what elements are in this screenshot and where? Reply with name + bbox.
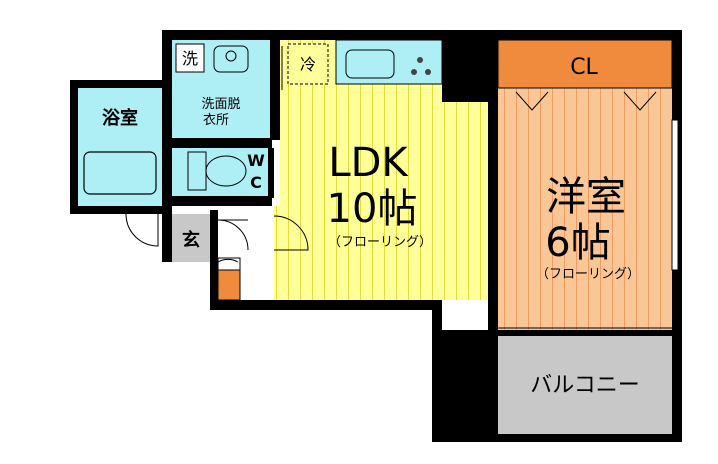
wc-label-c: C [250,173,262,192]
dressing-label-1: 洗面脱 [201,97,240,112]
western-floor-type: （フローリング） [536,267,640,282]
doors [125,46,672,329]
balcony-label: バルコニー [530,373,640,398]
western-room-name: 洋室 [546,174,626,220]
ldk-name: LDK [328,140,409,186]
dressing-label-2: 衣所 [203,112,229,128]
balcony [498,336,672,434]
bathtub [83,151,157,195]
shoe-cabinet [217,269,241,301]
kitchen-counter [335,39,443,85]
ldk-size: 10帖 [327,186,418,232]
ldk-floor [274,40,488,300]
toilet [187,151,247,191]
wc-label-w: W [247,151,265,170]
wash-basin [213,45,249,73]
washing-machine-space [175,43,205,73]
fridge-label: 冷 [300,55,316,74]
entrance-floor [172,214,210,262]
closet-label: CL [570,55,598,80]
washing-machine-label: 洗 [182,49,198,68]
bath-label: 浴室 [102,107,138,129]
closet [497,39,673,89]
fridge-space [287,43,329,85]
western-room-size: 6帖 [545,220,610,266]
entrance-label: 玄 [182,229,200,251]
window [671,119,679,271]
western-room-floor [498,88,672,330]
ldk-floor-type: （フローリング） [328,235,432,250]
